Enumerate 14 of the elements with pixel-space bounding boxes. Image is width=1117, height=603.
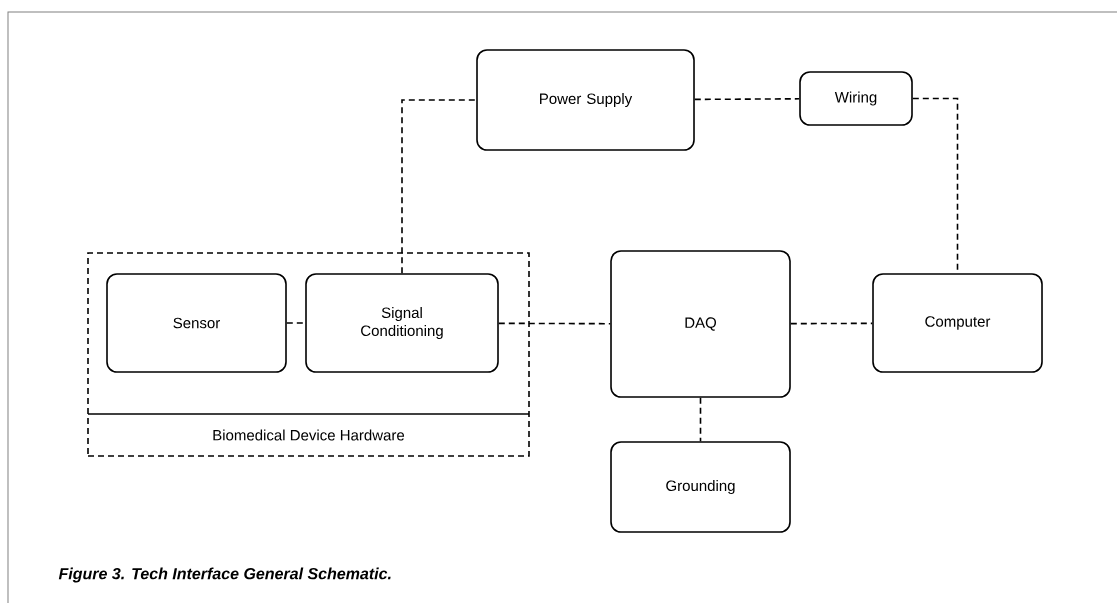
process-box: Signal Conditioning — [305, 273, 499, 373]
connector-line — [286, 322, 306, 324]
process-box: Grounding — [610, 441, 791, 533]
connector-line — [699, 397, 702, 442]
connector-line — [498, 322, 611, 325]
connector-line — [790, 322, 873, 325]
process-box: Wiring — [799, 71, 913, 126]
connector-line — [401, 99, 477, 274]
connector-line — [694, 98, 800, 101]
process-box: DAQ — [610, 250, 791, 398]
figure-caption: Figure 3. Tech Interface General Schematic. — [58, 567, 391, 583]
process-box: Sensor — [106, 273, 287, 373]
process-box: Power Supply — [476, 49, 695, 151]
process-box: Computer — [872, 273, 1043, 373]
